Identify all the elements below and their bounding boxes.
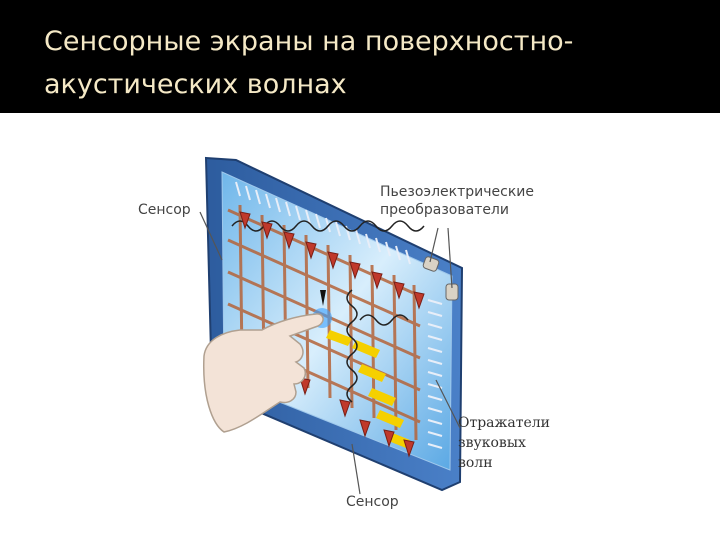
touch-marker-arrow bbox=[320, 290, 326, 306]
title-bar: Сенсорные экраны на поверхностно-акустич… bbox=[0, 0, 720, 113]
label-piezo-transducers: Пьезоэлектрические преобразователи bbox=[380, 183, 534, 219]
label-reflectors: Отражатели звуковых волн bbox=[458, 413, 550, 473]
downward-arrows bbox=[239, 211, 425, 458]
label-piezo-line2: преобразователи bbox=[380, 202, 509, 218]
top-reflector-strip bbox=[235, 181, 411, 265]
label-sensor-bottom: Сенсор bbox=[346, 494, 399, 510]
leader-lines bbox=[199, 211, 461, 495]
label-reflectors-line2: звуковых bbox=[458, 435, 526, 451]
right-reflector-strip bbox=[427, 299, 443, 449]
touchscreen-illustration bbox=[199, 156, 464, 495]
label-sensor-left: Сенсор bbox=[138, 202, 191, 218]
wave-grid bbox=[227, 204, 421, 441]
piezo-transducers bbox=[422, 256, 459, 301]
label-piezo-line1: Пьезоэлектрические bbox=[380, 184, 534, 200]
label-reflectors-line1: Отражатели bbox=[458, 415, 551, 431]
slide-title: Сенсорные экраны на поверхностно-акустич… bbox=[44, 26, 574, 100]
label-reflectors-line3: волн bbox=[458, 455, 493, 471]
pointing-hand bbox=[203, 313, 324, 433]
diagram: Сенсор Пьезоэлектрические преобразовател… bbox=[0, 113, 720, 540]
